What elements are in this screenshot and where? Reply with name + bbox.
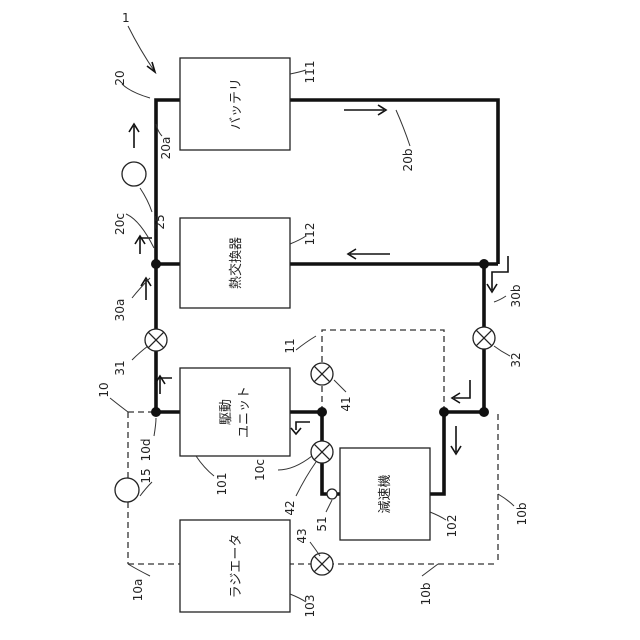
flow-arrow-20a (129, 124, 139, 148)
pipe-20a (156, 100, 180, 264)
drive-unit-box: 駆動 ユニット (180, 368, 290, 456)
leader-20b (396, 110, 410, 146)
valve-31-icon (145, 329, 167, 351)
ref-label-25: 25 (153, 214, 167, 229)
ref-label-10c: 10c (253, 459, 267, 481)
ref-label-10a: 10a (131, 579, 145, 602)
ref-label-10b-bottom: 10b (419, 583, 433, 606)
leader-10b-bottom (422, 564, 438, 576)
ref-label-102: 102 (445, 515, 459, 538)
junction-dot (317, 407, 327, 417)
junction-dot (479, 407, 489, 417)
check-valve-51-icon (327, 489, 337, 499)
junction-dot (151, 259, 161, 269)
ref-label-32: 32 (509, 352, 523, 367)
reducer-label: 減速機 (377, 474, 393, 513)
leader-25 (140, 188, 152, 212)
leader-11 (296, 336, 316, 350)
junction-dot (151, 407, 161, 417)
flow-arrow-30b-lower (452, 380, 470, 403)
valve-41-icon (311, 363, 333, 385)
leader-42 (296, 462, 316, 496)
leader-30a (132, 278, 150, 298)
valve-32-icon (473, 327, 495, 349)
ref-label-101: 101 (215, 473, 229, 496)
figure-number: 1 (122, 11, 130, 25)
ref-label-43: 43 (295, 528, 309, 543)
ref-label-20c: 20c (113, 213, 127, 235)
leader-102 (430, 512, 446, 520)
drive-unit-label-line2: ユニット (237, 386, 252, 438)
ref-label-10b-right: 10b (515, 503, 529, 526)
leader-10c (278, 456, 312, 470)
ref-label-31: 31 (113, 360, 127, 375)
drive-unit-label-line1: 駆動 (219, 399, 234, 425)
ref-label-30a: 30a (113, 299, 127, 322)
ref-label-10d: 10d (139, 439, 153, 462)
ref-label-112: 112 (303, 223, 317, 246)
heat-exchanger-box: 熱交換器 (180, 218, 290, 308)
ref-label-20b: 20b (401, 149, 415, 172)
ref-label-51: 51 (315, 516, 329, 531)
ref-label-41: 41 (339, 396, 353, 411)
ref-label-103: 103 (303, 595, 317, 618)
leader-10 (110, 398, 128, 412)
junction-dot (439, 407, 449, 417)
flow-arrow-reducer (451, 426, 461, 454)
battery-box: バッテリ (180, 58, 290, 150)
pump-15-icon (115, 478, 139, 502)
radiator-label: ラジエータ (229, 534, 244, 599)
leader-32 (494, 346, 510, 356)
ref-label-20: 20 (113, 70, 127, 85)
leader-31 (132, 346, 148, 360)
ref-label-11: 11 (283, 338, 297, 353)
ref-label-10: 10 (97, 382, 111, 397)
leader-51 (326, 500, 332, 512)
figure-pointer-arrowhead (147, 62, 155, 72)
leader-10b-right (498, 494, 514, 506)
radiator-box: ラジエータ (180, 520, 290, 612)
reducer-box: 減速機 (340, 448, 430, 540)
leader-10a (128, 564, 150, 576)
heat-exchanger-label: 熱交換器 (228, 237, 244, 289)
pump-25-icon (122, 162, 146, 186)
flow-arrow-20b (344, 105, 386, 115)
flow-arrow-return (348, 249, 390, 259)
leader-43 (310, 542, 320, 556)
pipe-20b (290, 100, 498, 264)
valve-42-icon (311, 441, 333, 463)
ref-label-42: 42 (283, 500, 297, 515)
valve-43-icon (311, 553, 333, 575)
ref-label-15: 15 (139, 468, 153, 483)
leader-10d (154, 418, 156, 436)
battery-label: バッテリ (229, 78, 244, 130)
ref-label-20a: 20a (159, 137, 173, 160)
flow-arrow-30a (141, 278, 151, 300)
leader-30b (494, 296, 506, 302)
ref-label-111: 111 (303, 61, 317, 84)
ref-label-30b: 30b (509, 285, 523, 308)
leader-101 (196, 456, 214, 476)
figure-pointer-arrow (128, 26, 155, 72)
flow-arrow-10c (291, 422, 310, 434)
leader-41 (334, 380, 346, 392)
junction-dot (479, 259, 489, 269)
